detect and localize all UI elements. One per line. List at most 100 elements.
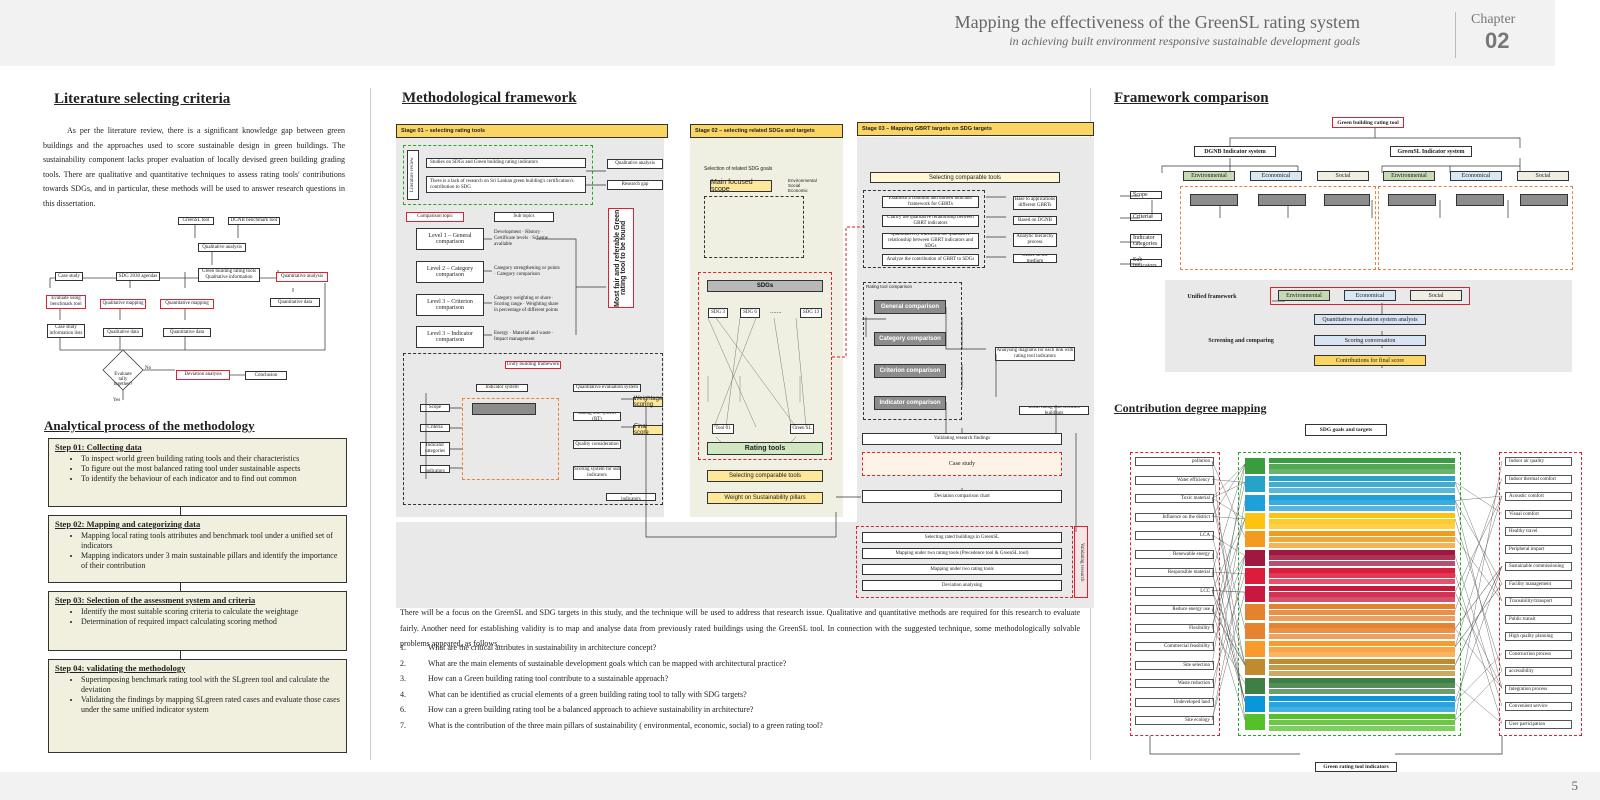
analytical-heading: Analytical process of the methodology [44, 418, 255, 433]
right-indicator: Facility management [1505, 579, 1572, 589]
gbrt-indicators-label: Green rating tool indicators [1315, 762, 1397, 772]
dgnb-env-box: Environmental [1183, 171, 1235, 181]
clarify-box: Clarify the qualitative relationship bet… [882, 215, 979, 227]
greensl-box: Green SL [790, 424, 814, 434]
mapping-line [1454, 628, 1503, 689]
mapping-line [1211, 460, 1246, 721]
criterion-comparison-box: Criterion comparison [874, 364, 946, 378]
mapping-line [1211, 460, 1246, 538]
greensl-soc-box: Social [1517, 171, 1569, 181]
sdg-goal-block [1245, 512, 1455, 530]
right-indicator: accessibility [1505, 667, 1572, 676]
mapping-line [1211, 592, 1246, 721]
indicator-system-box: Indicator system [476, 384, 528, 392]
step-04-box: Step 04: validating the methodology Supe… [48, 659, 347, 753]
right-indicator: User participation [1505, 719, 1572, 729]
scoring-system-box: Scoring system for sub indicators [573, 466, 621, 480]
right-indicators-group [1499, 452, 1582, 736]
flowchart-connectors [49, 222, 326, 400]
sdg-target-row [1269, 641, 1455, 646]
mapping-line [1454, 537, 1503, 602]
indicator-tree-root [472, 403, 536, 415]
sdg-target-row [1269, 591, 1455, 597]
sdg-target-row [1269, 481, 1455, 487]
select-rated-box: Selecting rated buildings in GreenSL [862, 532, 1062, 543]
question-number: 7. [400, 720, 406, 730]
tree-node [1258, 194, 1306, 206]
sdg-icon [1245, 476, 1265, 493]
sdg3-box: SDG 3 [708, 308, 728, 318]
question-item: 3.How can a Green building rating tool c… [400, 671, 1080, 687]
mapping-line [1454, 565, 1503, 629]
sdg-icon [1245, 604, 1265, 621]
sdg-goal-block [1245, 695, 1455, 713]
contribution-heading: Contribution degree mapping [1114, 401, 1267, 415]
qual-analysis-box: Qualitative analysis [607, 159, 663, 169]
right-indicator: Peripheral impact [1505, 544, 1572, 554]
sdg-targets-group [704, 196, 804, 258]
right-indicator: Construction process [1505, 649, 1572, 659]
ahp-box: Analytic hierarchy process [1013, 233, 1057, 247]
question-number: 1. [400, 643, 406, 652]
rating-comparison-label: Rating tool comparison [866, 284, 913, 289]
sdg-target-row [1269, 659, 1455, 665]
greensl-env-box: Environmental [1383, 171, 1435, 181]
case-info-box: Case study information lists [47, 324, 85, 338]
right-indicator: Public transit [1505, 614, 1572, 624]
research-gap-box: Research gap [607, 180, 663, 190]
sdg-target-row [1269, 664, 1455, 670]
local-certified-box: Local rating tool certified buildings [1019, 406, 1089, 415]
research-questions: 1.What are the critical attributes in su… [400, 640, 1080, 733]
sdg-target-row [1269, 622, 1455, 628]
unified-pillars-group [1270, 287, 1470, 305]
sdg-target-row [1269, 494, 1455, 500]
step-02-box: Step 02: Mapping and categorizing data M… [48, 515, 347, 583]
analyze-box: Analyze the contribution of GBRT to SDGs [882, 254, 979, 266]
mapping-line [1454, 495, 1503, 501]
left-indicator: Flexibility [1135, 623, 1214, 633]
studies-box: Studies on SDGs and Green building ratin… [426, 158, 586, 168]
sub-indicators-label: Sub indicators [1130, 257, 1162, 269]
step-04-bullet: Validating the findings by mapping SLgre… [81, 695, 340, 715]
tree-node [1190, 194, 1238, 206]
sdg-goal-block [1245, 494, 1455, 512]
mapping-line [1454, 683, 1503, 724]
footer-connector [1149, 736, 1503, 755]
contributions-box: Contributions for final score [1314, 355, 1426, 366]
unified-soc-box: Social [1410, 290, 1462, 301]
sdg-target-row [1269, 688, 1455, 694]
sdg-target-row [1269, 604, 1455, 610]
mapping-line [1454, 478, 1503, 611]
sdg-target-row [1269, 725, 1455, 731]
sdg-target-row [1269, 560, 1455, 566]
qualitative-mapping-box: Qualitative mapping [100, 299, 146, 309]
scope-label: Scope [1130, 191, 1162, 199]
quantitative-data-box-2: Quantitative data [163, 328, 211, 337]
unify-framework-box: Unify building framework [505, 361, 561, 369]
mapping-line [1454, 583, 1503, 648]
sdg-target-row [1269, 573, 1455, 579]
establish-box: Establish a common and unified indicator… [882, 196, 979, 208]
validating-research-label: Validating research [1074, 526, 1088, 598]
sub-indicators-box: Sub indicators [420, 465, 450, 473]
level-2-items: Category strengthening or points · Categ… [494, 266, 560, 277]
final-score-box: Final score [633, 424, 663, 436]
mapping-line [1454, 592, 1503, 689]
decision-no-label: No [145, 366, 152, 371]
evaluate-benchmark-box: Evaluate using benchmark tool [46, 295, 86, 309]
category-comparison-box: Category comparison [874, 332, 946, 346]
level-2-box: Level 2 – Category comparison [416, 261, 484, 283]
question-number: 2. [400, 658, 406, 668]
right-indicator: Indoor air quality [1505, 457, 1572, 466]
right-indicator: Traceability/transport [1505, 597, 1572, 606]
criteria-label: Criteria [1130, 213, 1162, 221]
sdg-target-row [1269, 500, 1455, 506]
sdg-target-row [1269, 531, 1455, 537]
right-indicator: Integration process [1505, 684, 1572, 694]
left-indicator: Site selection [1135, 660, 1214, 670]
literature-heading: Literature selecting criteria [54, 91, 231, 107]
quantitative-mapping-box: Quantitative mapping [160, 299, 214, 309]
sdg-target-row [1269, 512, 1455, 518]
sdg-goal-block [1245, 659, 1455, 676]
quant-system-box: Quantitative evaluation system analysis [1314, 314, 1426, 325]
